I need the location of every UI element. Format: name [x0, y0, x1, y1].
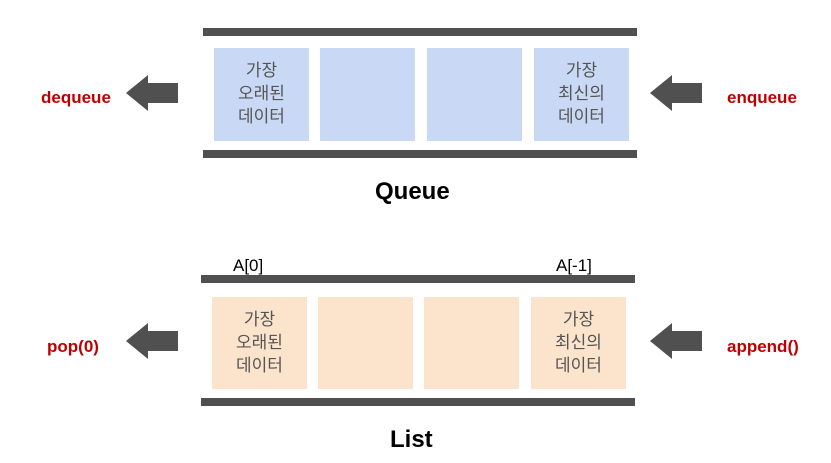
queue-top-bar — [203, 28, 637, 36]
list-last-index: A[-1] — [556, 256, 592, 275]
enqueue-label: enqueue — [727, 88, 797, 107]
list-cell-newest: 가장 최신의 데이터 — [531, 297, 626, 389]
append-arrow-icon — [650, 323, 702, 359]
list-bottom-bar — [201, 398, 635, 406]
append-label: append() — [727, 337, 799, 356]
dequeue-label: dequeue — [41, 88, 111, 107]
queue-bottom-bar — [203, 150, 637, 158]
list-cell-oldest: 가장 오래된 데이터 — [212, 297, 307, 389]
pop-label: pop(0) — [47, 337, 99, 356]
list-top-bar — [201, 275, 635, 283]
queue-cell-oldest: 가장 오래된 데이터 — [214, 48, 309, 141]
queue-cell — [427, 48, 522, 141]
list-cell — [318, 297, 413, 389]
queue-cell — [320, 48, 415, 141]
pop-arrow-icon — [126, 323, 178, 359]
enqueue-arrow-icon — [650, 75, 702, 111]
dequeue-arrow-icon — [126, 75, 178, 111]
queue-cell-newest: 가장 최신의 데이터 — [534, 48, 629, 141]
list-title: List — [390, 426, 433, 453]
queue-title: Queue — [375, 178, 450, 205]
list-first-index: A[0] — [233, 256, 264, 275]
list-cell — [424, 297, 519, 389]
